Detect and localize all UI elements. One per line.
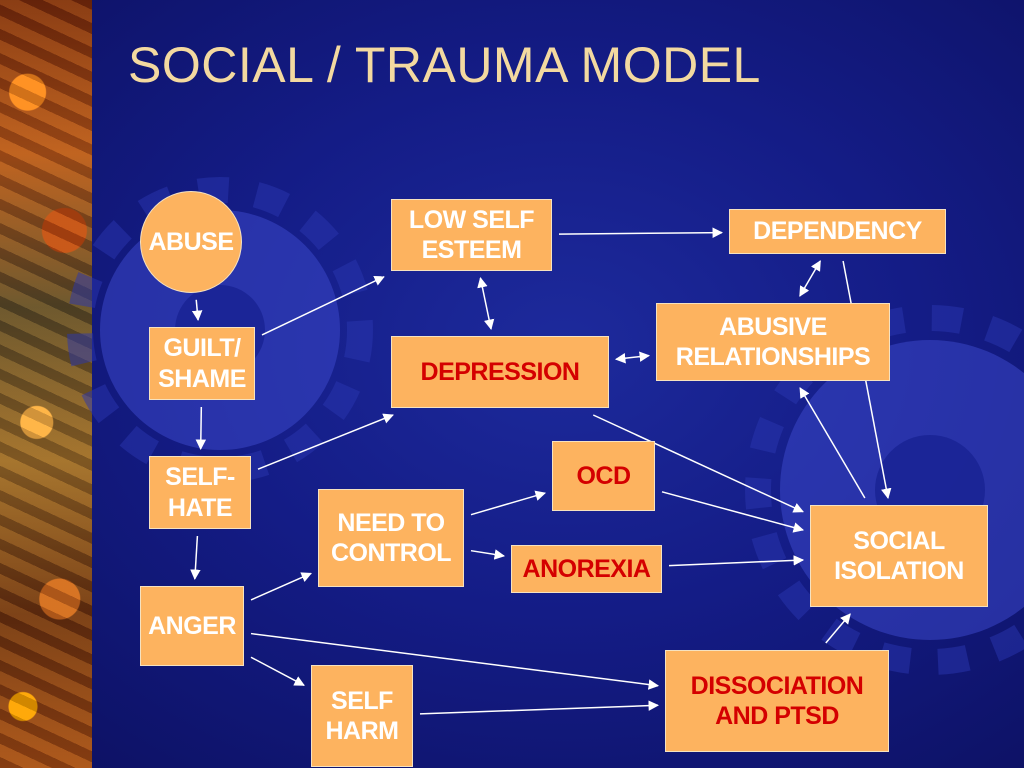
- arrow-self-hate-to-depression: [257, 413, 394, 470]
- arrow-need-to-control-to-anorexia: [470, 549, 506, 560]
- arrow-anger-to-need-to-control: [250, 572, 312, 601]
- node-anorexia: ANOREXIA: [511, 545, 662, 593]
- arrow-self-hate-to-anger: [190, 535, 201, 581]
- arrow-guilt-shame-to-self-hate: [195, 406, 207, 451]
- node-dissociation-ptsd: DISSOCIATION AND PTSD: [665, 650, 889, 752]
- node-need-to-control: NEED TO CONTROL: [318, 489, 464, 587]
- gear-teeth: [67, 177, 373, 483]
- arrow-self-harm-to-dissociation-ptsd: [419, 700, 660, 715]
- arrow-low-self-esteem-to-dependency: [558, 227, 724, 238]
- node-self-harm: SELF HARM: [311, 665, 413, 767]
- decorative-side-strip: [0, 0, 92, 768]
- node-abuse: ABUSE: [140, 191, 242, 293]
- arrow-ocd-to-social-isolation: [661, 491, 805, 533]
- arrow-anger-to-dissociation-ptsd: [250, 632, 660, 690]
- node-dependency: DEPENDENCY: [729, 209, 946, 254]
- arrow-need-to-control-to-ocd: [470, 490, 547, 516]
- arrow-anger-to-self-harm: [250, 656, 305, 686]
- arrow-depression-to-abusive-relationships: [614, 351, 651, 364]
- node-depression: DEPRESSION: [391, 336, 609, 408]
- node-low-self-esteem: LOW SELF ESTEEM: [391, 199, 552, 271]
- arrow-low-self-esteem-to-depression: [477, 276, 495, 331]
- node-ocd: OCD: [552, 441, 655, 511]
- node-social-isolation: SOCIAL ISOLATION: [810, 505, 988, 607]
- arrow-anorexia-to-social-isolation: [668, 555, 805, 567]
- arrow-dissociation-ptsd-to-social-isolation: [825, 613, 851, 644]
- arrow-abuse-to-guilt-shame: [191, 299, 203, 322]
- slide-title: SOCIAL / TRAUMA MODEL: [128, 37, 761, 93]
- gear-teeth: [745, 305, 1024, 675]
- arrow-dependency-to-abusive-relationships: [799, 260, 821, 297]
- node-abusive-relationships: ABUSIVE RELATIONSHIPS: [656, 303, 890, 381]
- arrow-social-isolation-to-abusive-relationships: [799, 387, 866, 499]
- arrow-depression-to-social-isolation: [592, 414, 804, 513]
- node-anger: ANGER: [140, 586, 244, 666]
- arrow-guilt-shame-to-low-self-esteem: [261, 276, 385, 336]
- node-guilt-shame: GUILT/ SHAME: [149, 327, 255, 400]
- node-self-hate: SELF- HATE: [149, 456, 251, 529]
